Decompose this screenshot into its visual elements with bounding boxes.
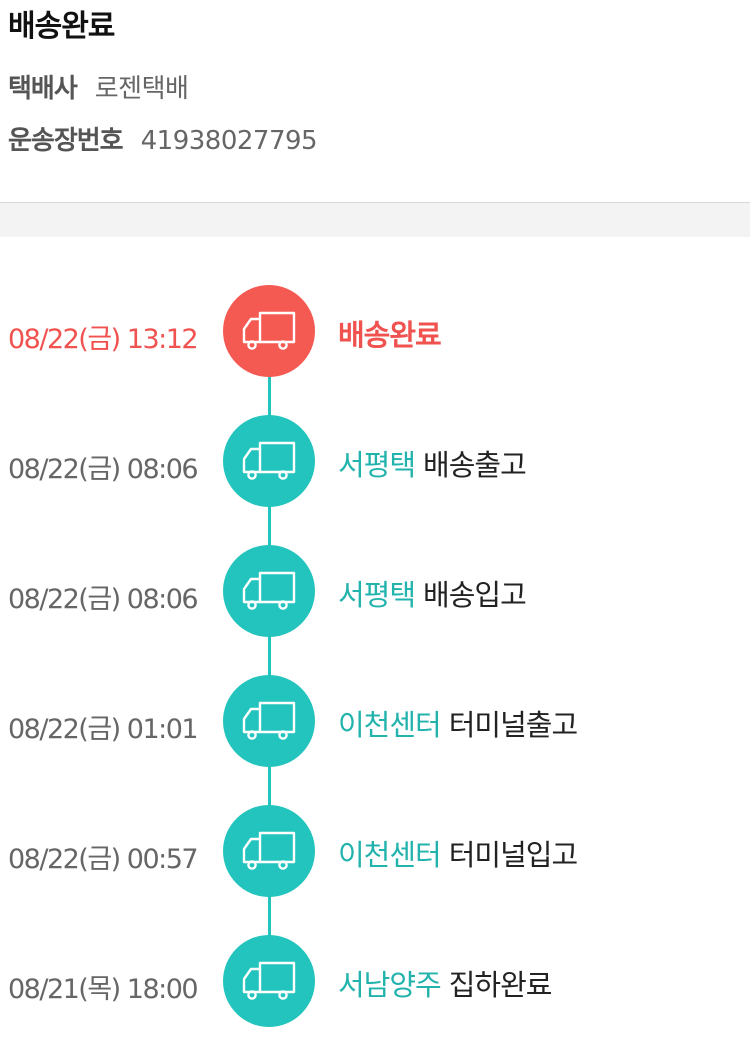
timeline-location: 서남양주 — [338, 968, 442, 1002]
timeline-time: 08/22(금) 00:57 — [8, 844, 199, 875]
tracking-label: 운송장번호 — [8, 126, 124, 156]
timeline-item: 08/22(금) 13:12 배송완료 — [0, 285, 750, 377]
timeline-event: 배송출고 — [423, 448, 527, 482]
timeline-location: 서평택 — [338, 578, 416, 612]
timeline-event: 터미널출고 — [448, 708, 578, 742]
timeline-time: 08/22(금) 13:12 — [8, 324, 199, 355]
delivery-truck-icon — [223, 805, 315, 897]
timeline-location: 이천센터 — [338, 838, 442, 872]
section-divider — [0, 203, 750, 237]
timeline-connector-line — [268, 327, 271, 952]
timeline-time: 08/22(금) 08:06 — [8, 454, 199, 485]
timeline-event: 터미널입고 — [448, 838, 578, 872]
delivery-status-title: 배송완료 — [8, 9, 115, 44]
tracking-row: 운송장번호 41938027795 — [8, 120, 318, 157]
carrier-label: 택배사 — [8, 74, 78, 104]
tracking-number: 41938027795 — [140, 126, 318, 156]
timeline-event: 배송완료 — [338, 318, 442, 352]
timeline-location: 이천센터 — [338, 708, 442, 742]
timeline-time: 08/21(목) 18:00 — [8, 974, 199, 1005]
timeline-event: 집하완료 — [448, 968, 553, 1002]
delivery-info-header: 배송완료 택배사 로젠택배 운송장번호 41938027795 — [0, 0, 750, 203]
carrier-row: 택배사 로젠택배 — [8, 68, 189, 105]
timeline-location: 서평택 — [338, 448, 416, 482]
delivery-truck-icon — [223, 935, 315, 1027]
timeline-time: 08/22(금) 08:06 — [8, 584, 199, 615]
delivery-truck-icon — [223, 545, 315, 637]
delivery-truck-icon — [223, 285, 315, 377]
timeline-description: 배송완료 — [338, 312, 442, 354]
timeline-event: 배송입고 — [423, 578, 527, 612]
delivery-truck-icon — [223, 415, 315, 507]
carrier-value: 로젠택배 — [94, 74, 189, 104]
delivery-truck-icon — [223, 675, 315, 767]
timeline-time: 08/22(금) 01:01 — [8, 714, 199, 745]
